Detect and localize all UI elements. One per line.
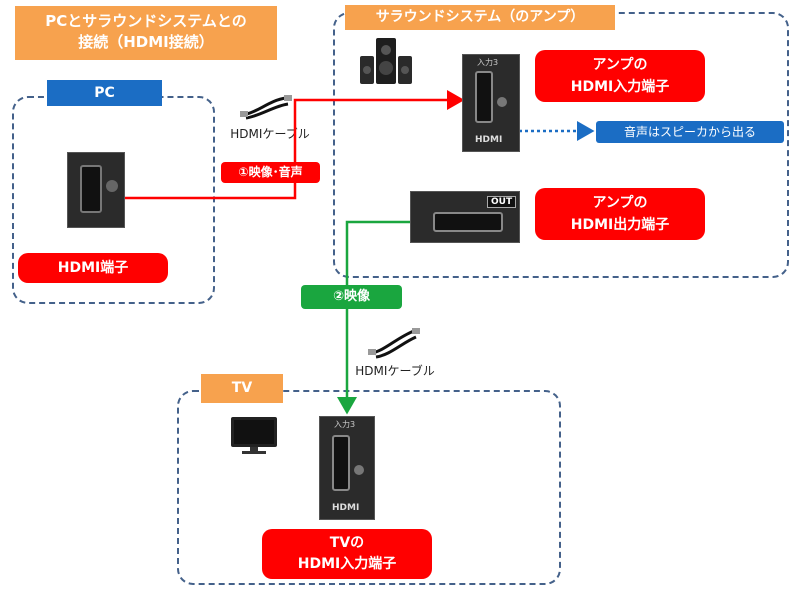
hdmi-socket-icon <box>433 212 503 232</box>
hdmi-socket-icon <box>80 165 102 213</box>
port-input-text: 入力3 <box>477 58 499 67</box>
amp-output-label-line1: アンプの <box>592 195 648 211</box>
pc-hdmi-port <box>67 152 125 228</box>
tv-port-label-line2: HDMI入力端子 <box>297 556 397 572</box>
hdmi-cable-icon-1 <box>240 95 292 120</box>
amp-hdmi-input-port: 入力3 HDMI <box>462 54 520 152</box>
screw-icon <box>497 97 507 107</box>
screw-icon <box>106 180 118 192</box>
surround-header: サラウンドシステム（のアンプ） <box>345 5 615 30</box>
port-input-text: 入力3 <box>334 420 356 429</box>
tv-icon <box>231 417 277 454</box>
sound-note: 音声はスピーカから出る <box>596 121 784 143</box>
amp-output-label-line2: HDMI出力端子 <box>570 217 670 233</box>
amp-input-label-line1: アンプの <box>592 57 648 73</box>
page-title: PCとサラウンドシステムとの 接続（HDMI接続） <box>15 6 277 60</box>
amp-output-label: アンプの HDMI出力端子 <box>535 188 705 240</box>
tv-port-label: TVの HDMI入力端子 <box>262 529 432 579</box>
tv-group <box>177 390 561 585</box>
amp-input-label: アンプの HDMI入力端子 <box>535 50 705 102</box>
video-audio-line <box>125 90 465 200</box>
video-line <box>337 220 410 415</box>
port-hdmi-text: HDMI <box>475 135 503 145</box>
amp-hdmi-output-port: OUT <box>410 191 520 243</box>
signal2-tag: ②映像 <box>301 285 402 309</box>
tv-port-label-line1: TVの <box>329 535 365 551</box>
port-hdmi-text: HDMI <box>332 503 360 513</box>
hdmi-socket-icon <box>475 71 493 123</box>
title-line2: 接続（HDMI接続） <box>78 33 214 51</box>
screw-icon <box>354 465 364 475</box>
amp-input-label-line2: HDMI入力端子 <box>570 79 670 95</box>
signal1-tag: ①映像･音声 <box>221 162 320 183</box>
pc-tag: PC <box>47 80 162 106</box>
hdmi-cable-icon-2 <box>368 328 420 359</box>
pc-hdmi-port-label: HDMI端子 <box>18 253 168 283</box>
title-line1: PCとサラウンドシステムとの <box>45 12 247 30</box>
tv-hdmi-input-port: 入力3 HDMI <box>319 416 375 520</box>
cable2-label: HDMIケーブル <box>355 364 435 378</box>
hdmi-socket-icon <box>332 435 350 491</box>
cable1-label: HDMIケーブル <box>230 127 310 141</box>
port-out-text: OUT <box>487 196 517 208</box>
speaker-icon <box>360 38 412 84</box>
tv-tag: TV <box>201 374 283 403</box>
